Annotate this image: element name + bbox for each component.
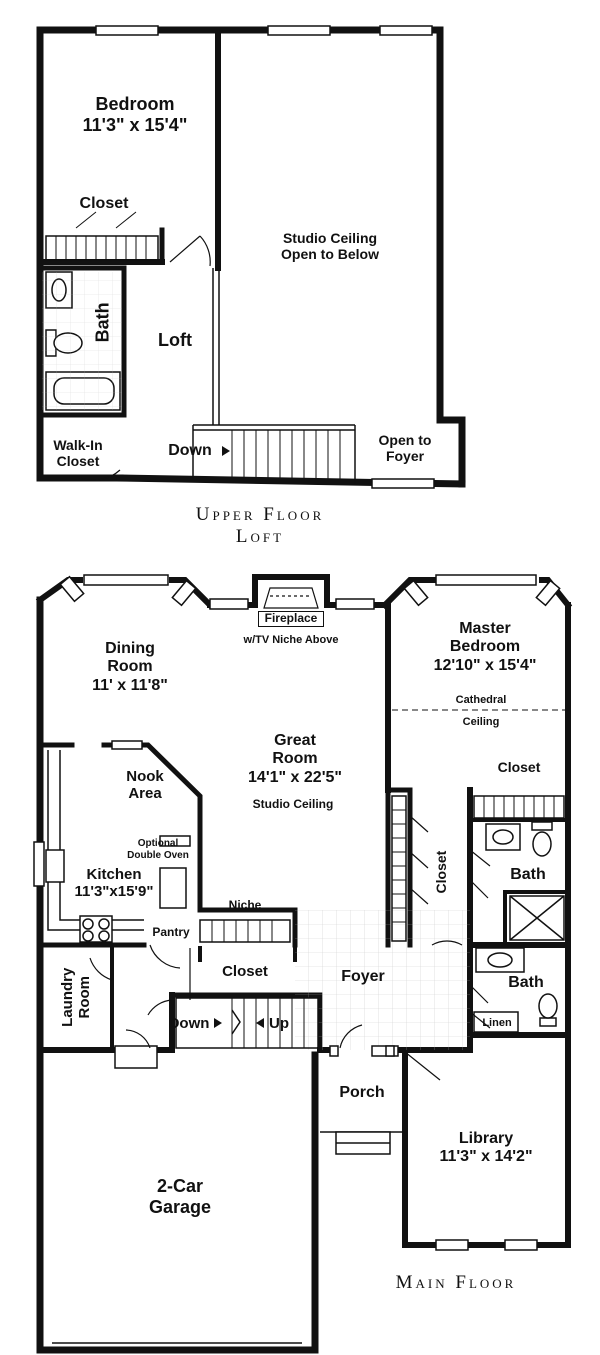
fireplace-label: Fireplace bbox=[258, 611, 324, 627]
upper-floor-title-line2: Loft bbox=[235, 526, 285, 547]
upper-down-label: Down bbox=[168, 442, 212, 459]
main-doors bbox=[89, 815, 491, 1081]
porch-label: Porch bbox=[339, 1084, 385, 1101]
walkin-closet-line1: Walk-In bbox=[53, 437, 103, 453]
laundry-room-line2: Room bbox=[76, 976, 93, 1019]
main-closet-shelves bbox=[391, 795, 565, 942]
kitchen-counters bbox=[45, 750, 191, 943]
foyer-tile bbox=[295, 910, 470, 1050]
pantry-label: Pantry bbox=[152, 925, 190, 939]
niche-label: Niche bbox=[228, 898, 262, 912]
upper-closet-shelves bbox=[45, 211, 159, 261]
master-bedroom-label: Master Bedroom 12'10" x 15'4" bbox=[410, 620, 560, 675]
upper-floor-title-line1: Upper Floor bbox=[195, 504, 325, 525]
great-room-line2: Room bbox=[272, 750, 318, 768]
garage-line1: 2-Car bbox=[156, 1176, 204, 1196]
nook-area-line1: Nook bbox=[126, 768, 164, 785]
foyer-label: Foyer bbox=[341, 968, 385, 985]
open-to-foyer-line2: Foyer bbox=[385, 448, 425, 465]
upper-windows bbox=[95, 25, 435, 489]
studio-ceiling-line1: Studio Ceiling bbox=[282, 230, 378, 246]
great-room-label: Great Room 14'1" x 22'5" bbox=[220, 732, 370, 787]
garage-label: 2-Car Garage bbox=[110, 1176, 250, 1217]
tv-niche-label: w/TV Niche Above bbox=[243, 634, 339, 646]
laundry-room-line1: Laundry bbox=[58, 967, 76, 1027]
studio-ceiling-line2: Open to Below bbox=[281, 246, 379, 263]
loft-label: Loft bbox=[158, 330, 192, 350]
library-label: Library 11'3" x 14'2" bbox=[416, 1130, 556, 1167]
foyer-closet-label: Closet bbox=[222, 963, 268, 980]
main-stairs bbox=[175, 919, 319, 1049]
upper-bath-fixtures bbox=[42, 271, 122, 411]
upper-bath-label: Bath bbox=[92, 302, 113, 343]
upper-bedroom-label: Bedroom 11'3" x 15'4" bbox=[60, 94, 210, 135]
kitchen-label: Kitchen 11'3"x15'9" bbox=[64, 866, 164, 901]
cathedral-line1-label: Cathedral bbox=[455, 694, 507, 706]
nook-area-label: Nook Area bbox=[110, 768, 180, 803]
porch-steps bbox=[320, 1045, 405, 1155]
studio-ceiling-main-label: Studio Ceiling bbox=[252, 797, 334, 811]
garage-line2: Garage bbox=[148, 1196, 212, 1217]
great-room-line1: Great bbox=[274, 732, 316, 749]
studio-ceiling-upper-label: Studio Ceiling Open to Below bbox=[250, 230, 410, 262]
dining-room-line2: Room bbox=[107, 658, 153, 676]
walkin-closet-line2: Closet bbox=[56, 453, 100, 470]
optional-oven-line2: Double Oven bbox=[127, 849, 189, 861]
dining-room-line1: Dining bbox=[105, 640, 155, 657]
fireplace-drawing bbox=[263, 587, 319, 609]
kitchen-name: Kitchen bbox=[86, 866, 142, 883]
great-room-size: 14'1" x 22'5" bbox=[248, 768, 342, 786]
laundry-room-label: Laundry Room bbox=[59, 957, 94, 1037]
upper-floor-title: Upper Floor Loft bbox=[160, 504, 360, 548]
master-bedroom-line2: Bedroom bbox=[449, 638, 521, 656]
upper-bedroom-size: 11'3" x 15'4" bbox=[82, 114, 188, 135]
open-to-foyer-line1: Open to bbox=[378, 432, 432, 448]
bath1-label: Bath bbox=[510, 866, 546, 883]
library-name: Library bbox=[458, 1130, 514, 1147]
walkin-closet-label: Walk-In Closet bbox=[40, 437, 116, 469]
main-down-label: Down bbox=[168, 1015, 210, 1032]
upper-stair bbox=[192, 268, 356, 484]
master-closet-label: Closet bbox=[497, 759, 541, 775]
nook-area-line2: Area bbox=[128, 785, 162, 803]
library-size: 11'3" x 14'2" bbox=[439, 1148, 533, 1166]
dining-room-size: 11' x 11'8" bbox=[92, 676, 168, 694]
bath2-label: Bath bbox=[508, 974, 544, 991]
main-up-label: Up bbox=[269, 1015, 289, 1032]
main-floor-title: Main Floor bbox=[395, 1272, 517, 1293]
main-bath-fixtures bbox=[473, 821, 565, 1033]
optional-oven-label: Optional Double Oven bbox=[118, 838, 198, 861]
kitchen-size: 11'3"x15'9" bbox=[74, 883, 154, 901]
dining-room-label: Dining Room 11' x 11'8" bbox=[60, 640, 200, 695]
master-bedroom-line1: Master bbox=[459, 620, 511, 637]
cathedral-line2-label: Ceiling bbox=[462, 716, 500, 728]
upper-doors bbox=[79, 235, 211, 481]
linen-label: Linen bbox=[482, 1017, 512, 1029]
closet-vertical-label: Closet bbox=[432, 850, 449, 894]
main-windows bbox=[33, 574, 561, 1251]
master-bedroom-size: 12'10" x 15'4" bbox=[433, 656, 537, 674]
upper-closet-label: Closet bbox=[79, 195, 129, 212]
open-to-foyer-label: Open to Foyer bbox=[362, 432, 448, 464]
upper-bedroom-name: Bedroom bbox=[95, 94, 175, 114]
optional-oven-line1: Optional bbox=[137, 838, 179, 849]
